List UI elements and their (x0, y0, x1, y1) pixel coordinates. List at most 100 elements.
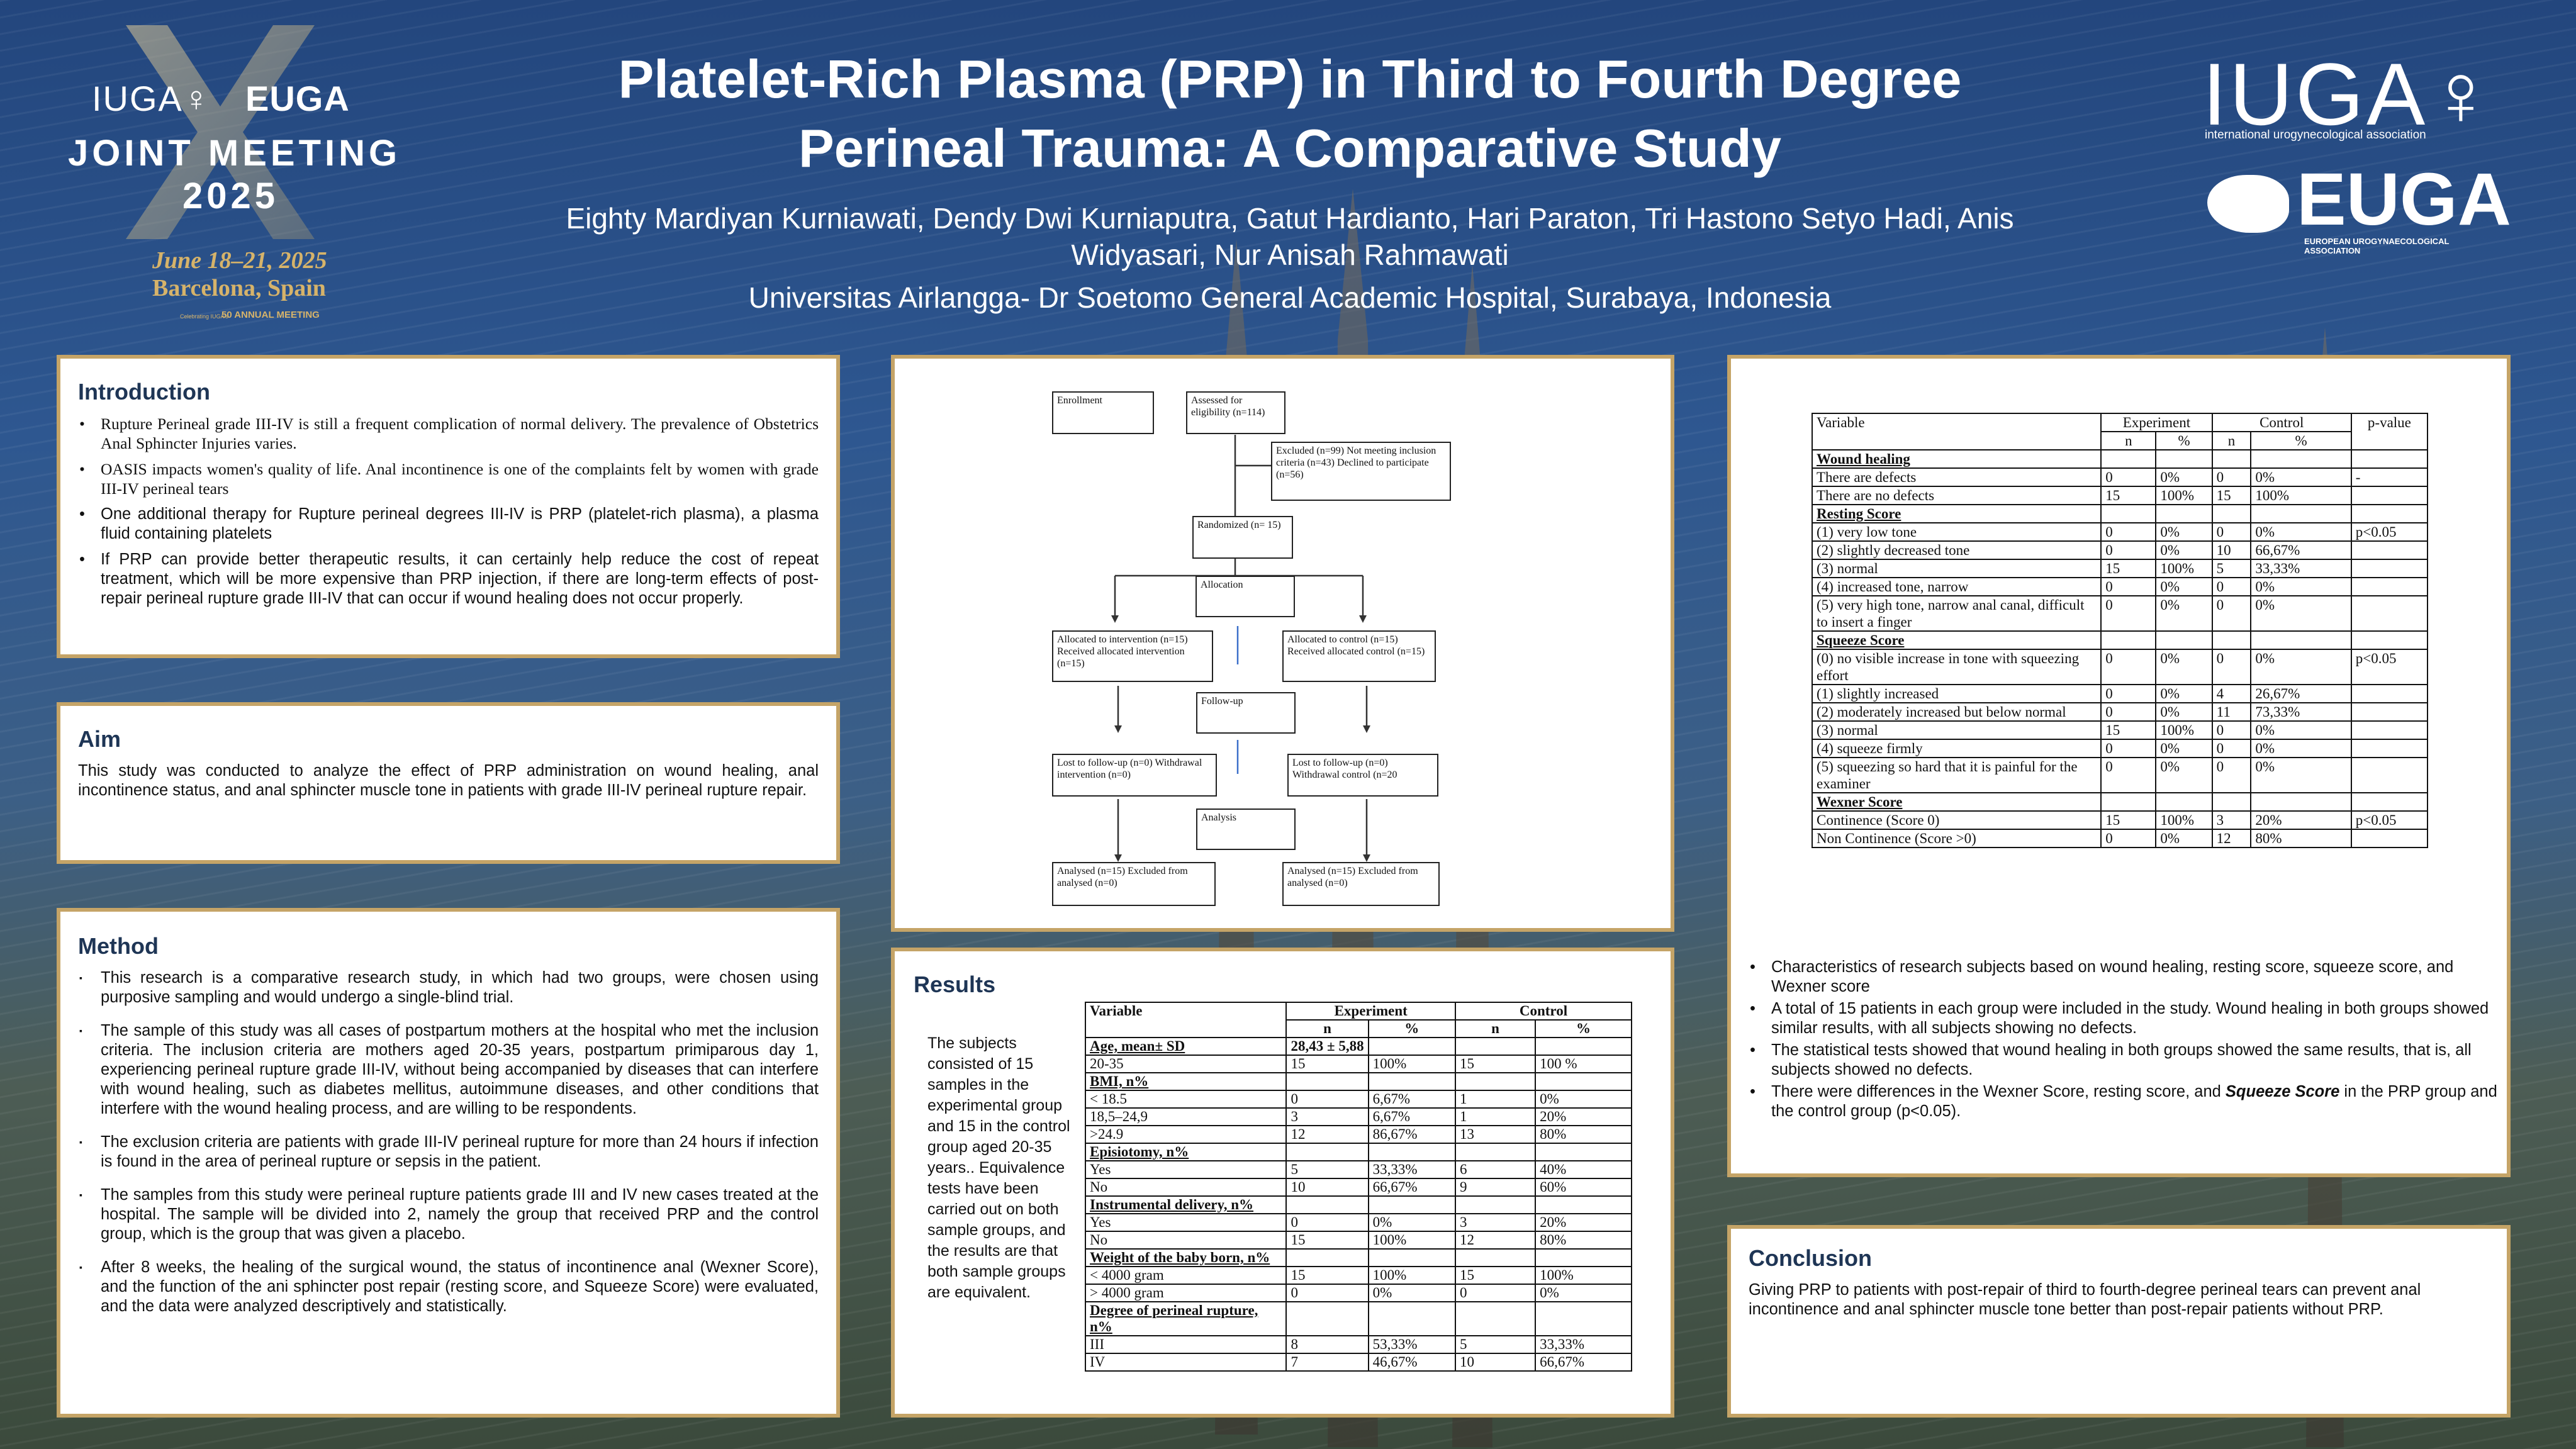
table-cell: 100% (2250, 486, 2352, 505)
outcome-bullet: Characteristics of research subjects bas… (1749, 958, 2497, 997)
table-cell (1535, 1072, 1632, 1091)
flow-enrollment: Enrollment (1052, 391, 1154, 434)
table-cell: 0 (2211, 649, 2252, 685)
table-cell: 0% (2250, 757, 2352, 793)
table-cell (1285, 1072, 1369, 1091)
table-cell: 0% (2155, 649, 2213, 685)
table-cell: 0 (2211, 595, 2252, 632)
outcomes-panel: Variable Experiment Control p-value n % … (1727, 355, 2511, 1177)
table-cell (2250, 449, 2352, 469)
outcome-bullet: The statistical tests showed that wound … (1749, 1041, 2497, 1080)
table-cell (2350, 829, 2429, 848)
table-cell: 0% (2155, 540, 2213, 560)
table-cell: 0% (2250, 467, 2352, 487)
method-bullet: After 8 weeks, the healing of the surgic… (78, 1258, 819, 1316)
table-cell (2250, 792, 2352, 812)
table-cell: 0% (2155, 739, 2213, 758)
table-cell: 5 (1285, 1160, 1369, 1179)
logo-year: 2025 (182, 176, 279, 216)
iuga-euga-logo: IUGA♀ international urogynecological ass… (2202, 50, 2511, 258)
col-header: Experiment (2100, 413, 2213, 432)
table-cell: 66,67% (1367, 1178, 1456, 1197)
logo-place: Barcelona, Spain (152, 275, 326, 301)
table-cell (2350, 684, 2429, 703)
outcome-bullet-emphasis: Squeeze Score (2225, 1083, 2340, 1100)
table-cell: 0% (2250, 739, 2352, 758)
flow-allocation: Allocation (1196, 576, 1295, 617)
table-cell (2100, 792, 2157, 812)
table-cell: 53,33% (1367, 1335, 1456, 1354)
row-label: (1) very low tone (1811, 522, 2102, 542)
table-cell: 0% (1535, 1090, 1632, 1109)
outcome-bullet: There were differences in the Wexner Sco… (1749, 1082, 2497, 1121)
row-label: There are no defects (1811, 486, 2102, 505)
table-cell (2100, 504, 2157, 523)
table-cell (2155, 630, 2213, 650)
row-label: (1) slightly increased (1811, 684, 2102, 703)
table-cell: 0 (2211, 577, 2252, 596)
outcome-bullet-text: There were differences in the Wexner Sco… (1771, 1083, 2226, 1100)
euga-brain-icon (2207, 175, 2289, 233)
table-cell: p<0.05 (2350, 649, 2429, 685)
table-cell: 15 (1454, 1055, 1537, 1073)
outcomes-table: Variable Experiment Control p-value n % … (1811, 413, 2429, 848)
method-list: This research is a comparative research … (78, 968, 819, 1316)
table-cell (1535, 1248, 1632, 1267)
joint-meeting-logo: IUGA♀ EUGA JOINT MEETING 2025 June 18–21… (57, 25, 409, 340)
table-cell: 20% (1535, 1213, 1632, 1232)
col-header: Control (1454, 1002, 1633, 1021)
table-cell: 6 (1454, 1160, 1537, 1179)
arrowhead (1114, 725, 1122, 733)
table-cell: 5 (1454, 1335, 1537, 1354)
table-cell: 13 (1454, 1125, 1537, 1144)
table-cell (1367, 1301, 1456, 1336)
table-group-row: Resting Score (1811, 504, 2429, 523)
introduction-heading: Introduction (78, 379, 210, 405)
table-cell: 100% (2155, 810, 2213, 830)
col-subheader: n (2211, 431, 2252, 450)
euga-subtitle: EUROPEAN UROGYNAECOLOGICAL ASSOCIATION (2304, 237, 2450, 255)
logo-badge-prefix: Celebrating IUGA's (180, 313, 228, 320)
flow-lost-intervention: Lost to follow-up (n=0) Withdrawal inter… (1052, 754, 1217, 797)
row-label: Yes (1084, 1160, 1287, 1179)
row-label: Non Continence (Score >0) (1811, 829, 2102, 848)
characteristics-table: Variable Experiment Control n % n % Age,… (1084, 1002, 1633, 1372)
logo-line1: JOINT MEETING (68, 133, 401, 174)
table-cell (1454, 1072, 1537, 1091)
row-label: (4) increased tone, narrow (1811, 577, 2102, 596)
table-cell: 0 (2100, 702, 2157, 722)
table-cell: 100% (1367, 1231, 1456, 1250)
intro-bullet: If PRP can provide better therapeutic re… (78, 550, 819, 608)
table-cell: 12 (2211, 829, 2252, 848)
row-label: IV (1084, 1353, 1287, 1372)
table-group-row: Weight of the baby born, n% (1084, 1248, 1632, 1267)
table-cell (1285, 1301, 1369, 1336)
row-label: 20-35 (1084, 1055, 1287, 1073)
arrowhead (1363, 854, 1370, 862)
table-cell (2211, 449, 2252, 469)
table-cell: 46,67% (1367, 1353, 1456, 1372)
conclusion-text: Giving PRP to patients with post-repair … (1749, 1281, 2421, 1318)
col-header: p-value (2350, 413, 2429, 450)
table-cell: 9 (1454, 1178, 1537, 1197)
row-label: (5) squeezing so hard that it is painful… (1811, 757, 2102, 793)
table-cell (2350, 720, 2429, 740)
table-cell: 20% (2250, 810, 2352, 830)
flowchart-panel: Enrollment Assessed for eligibility (n=1… (891, 355, 1674, 932)
flow-analysis: Analysis (1196, 808, 1296, 850)
title-line-2: Perineal Trauma: A Comparative Study (798, 119, 1781, 179)
introduction-panel: Introduction Rupture Perineal grade III-… (57, 355, 840, 658)
table-cell (1367, 1248, 1456, 1267)
